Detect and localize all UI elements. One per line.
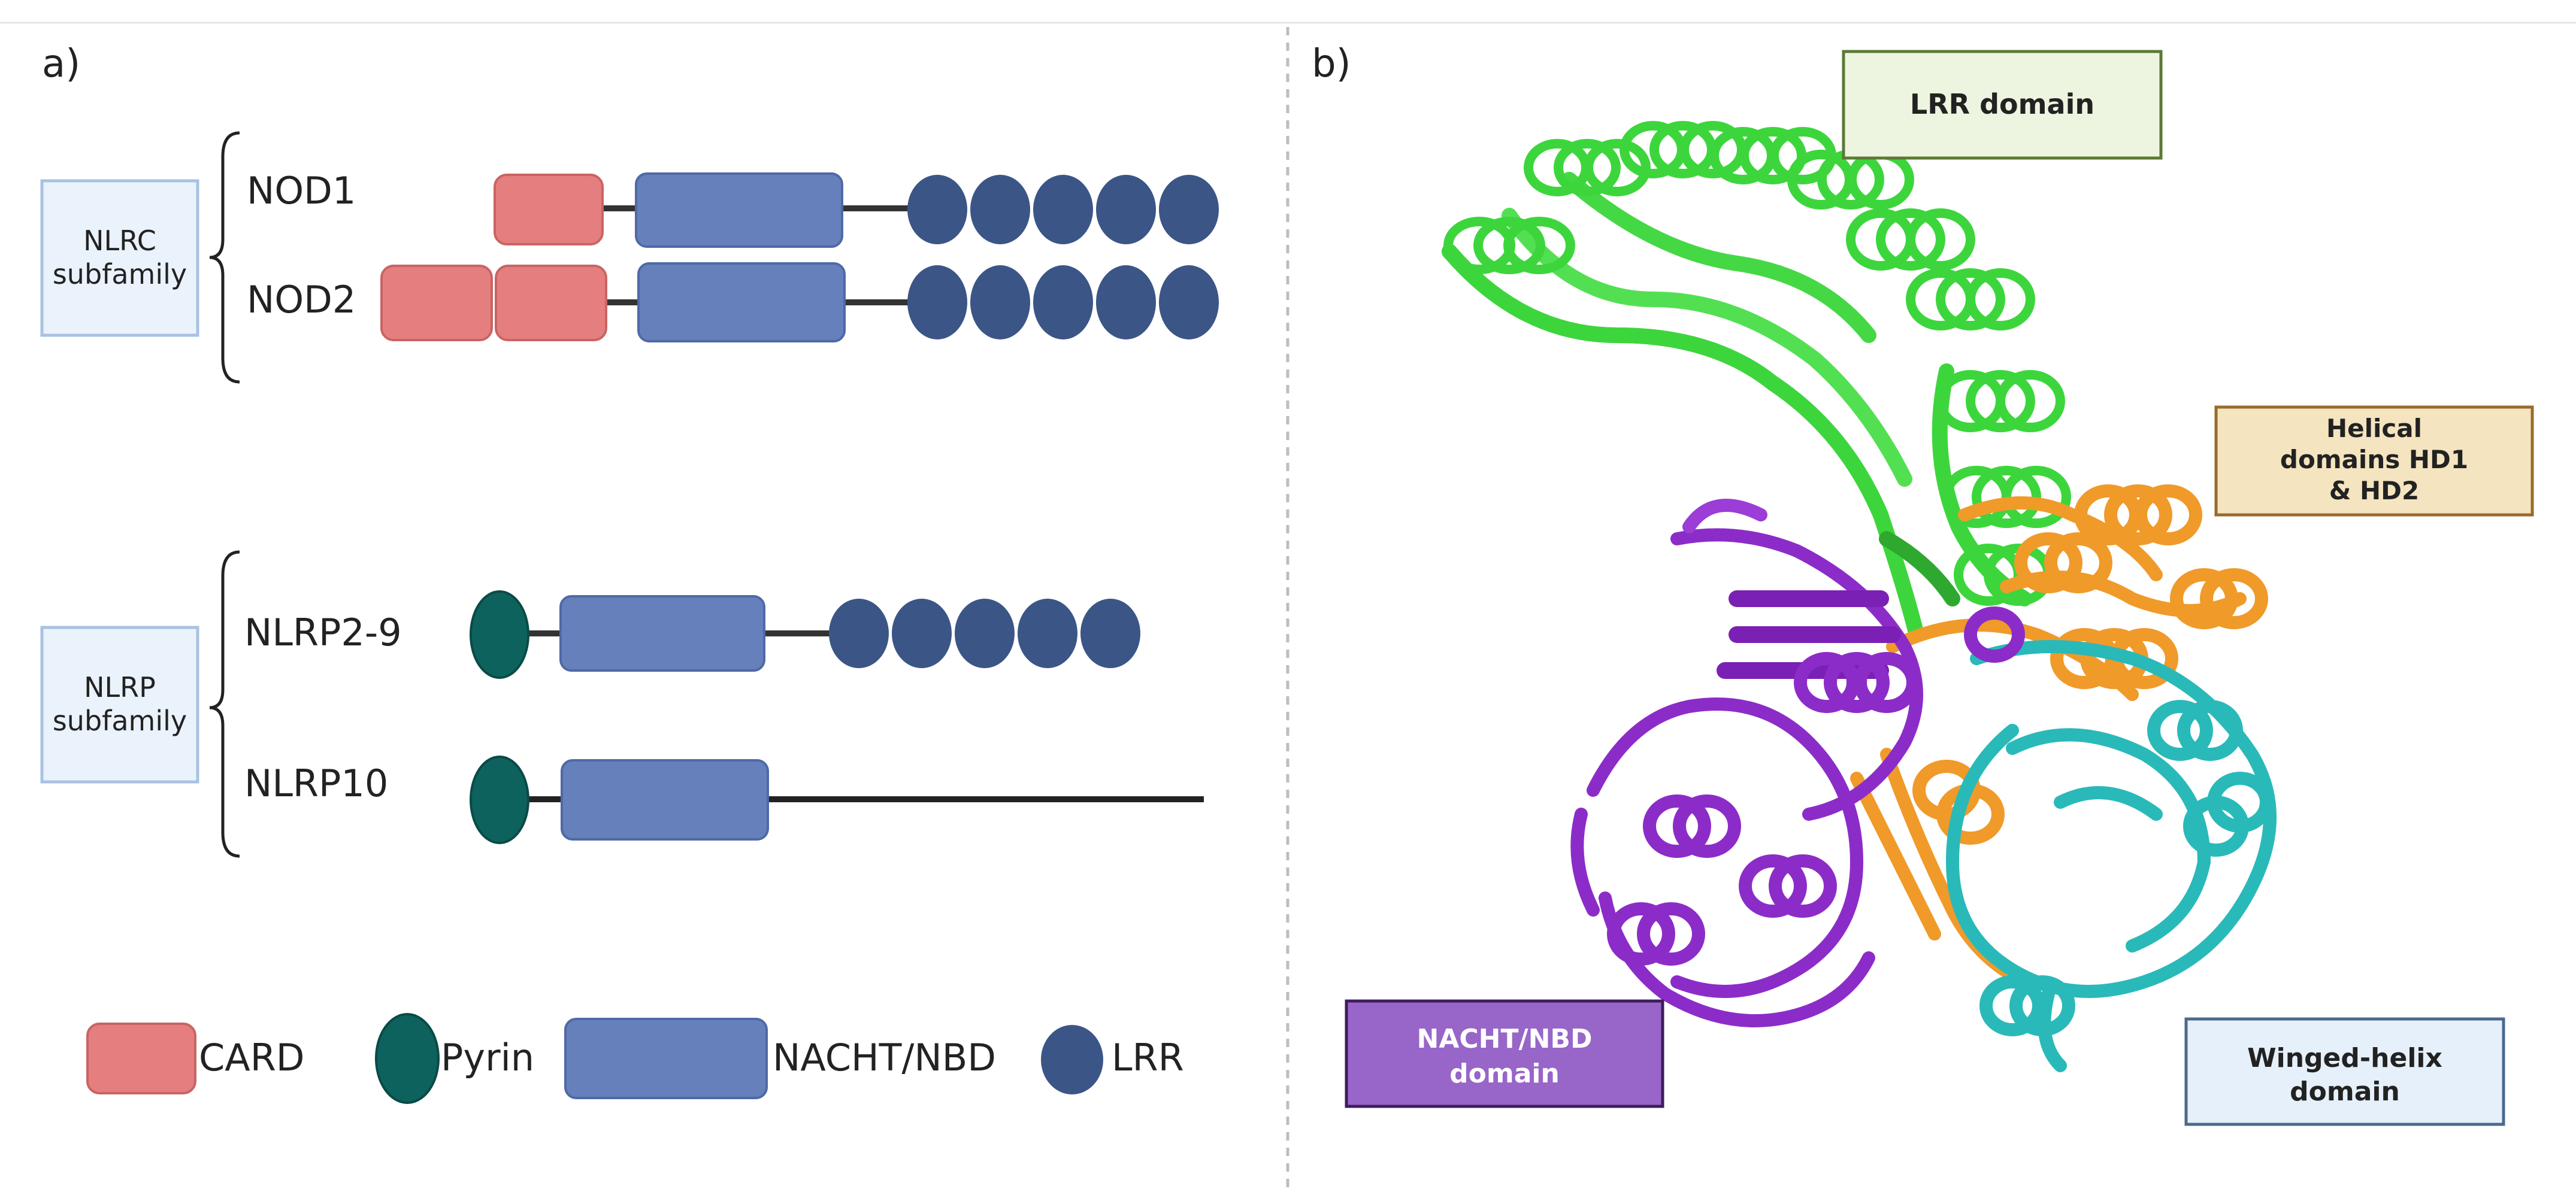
lrr-repeat	[955, 599, 1015, 668]
nacht-domain	[559, 595, 765, 672]
nod2-domain-architecture	[380, 262, 1219, 342]
nlrp10-domain-architecture	[470, 756, 1204, 844]
nod1-domain-architecture	[494, 172, 1219, 248]
protein-structure	[1442, 121, 2277, 1072]
nlrc-subfamily-box: NLRC subfamily	[40, 179, 199, 337]
card-domain	[494, 174, 604, 245]
nlrc-brace	[209, 131, 240, 384]
nacht-nbd-callout: NACHT/NBD domain	[1345, 999, 1664, 1108]
lrr-repeat	[892, 599, 952, 668]
nacht-domain	[561, 759, 769, 841]
nlrp10-label: NLRP10	[244, 762, 388, 805]
nacht-callout-line1: NACHT/NBD	[1417, 1024, 1593, 1054]
legend-lrr-swatch	[1041, 1025, 1103, 1094]
winged-helix-callout: Winged-helix domain	[2184, 1017, 2505, 1126]
lrr-repeat	[1018, 599, 1077, 668]
nacht-callout-line2: domain	[1449, 1058, 1560, 1089]
lrr-repeat	[1159, 265, 1219, 339]
helical-callout-line1: Helical	[2326, 414, 2422, 443]
winged-helix-structure	[1945, 640, 2277, 1072]
nacht-nbd-structure	[1570, 499, 2025, 1027]
helical-callout-line2: domains HD1	[2280, 445, 2468, 474]
lrr-repeat	[1159, 175, 1219, 244]
lrr-repeat	[970, 175, 1030, 244]
panel-a-label: a)	[42, 42, 80, 86]
nlrp-brace	[209, 550, 240, 858]
helical-callout-line3: & HD2	[2329, 476, 2420, 505]
lrr-repeat	[907, 175, 967, 244]
lrr-domain-callout: LRR domain	[1842, 50, 2163, 160]
legend-lrr-label: LRR	[1112, 1036, 1184, 1079]
winged-callout-line1: Winged-helix	[2247, 1043, 2442, 1073]
nlrp2-9-label: NLRP2-9	[244, 611, 402, 654]
lrr-repeat	[907, 265, 967, 339]
legend-card-label: CARD	[199, 1036, 305, 1079]
nlrc-label-line1: NLRC	[83, 225, 156, 257]
nacht-domain	[637, 262, 846, 342]
legend-nacht-swatch	[564, 1018, 768, 1099]
nlrc-label-line2: subfamily	[53, 258, 187, 290]
lrr-repeat	[1080, 599, 1140, 668]
lrr-domain-callout-text: LRR domain	[1910, 88, 2094, 120]
legend: CARD Pyrin NACHT/NBD LRR	[86, 1013, 1184, 1104]
nlrp-subfamily-box: NLRP subfamily	[40, 626, 199, 784]
winged-callout-line2: domain	[2290, 1076, 2400, 1107]
nod1-label: NOD1	[247, 169, 356, 213]
lrr-repeat	[1033, 175, 1093, 244]
nlrp-label-line2: subfamily	[53, 705, 187, 737]
legend-pyrin-label: Pyrin	[441, 1036, 534, 1079]
nlrp2-9-domain-architecture	[470, 590, 1140, 679]
panel-b-label: b)	[1312, 42, 1351, 86]
lrr-repeat	[970, 265, 1030, 339]
pyrin-domain	[470, 756, 529, 844]
nacht-domain	[635, 172, 843, 248]
lrr-repeat	[1096, 175, 1156, 244]
nod2-label: NOD2	[247, 278, 356, 321]
card-domain	[495, 265, 607, 341]
lrr-domain-structure	[1442, 172, 2032, 642]
card-domain	[380, 265, 493, 341]
lrr-repeat	[1033, 265, 1093, 339]
lrr-repeat	[829, 599, 889, 668]
lrr-repeat	[1096, 265, 1156, 339]
helical-domains-callout: Helical domains HD1 & HD2	[2214, 405, 2534, 517]
legend-pyrin-swatch	[375, 1013, 440, 1104]
legend-card-swatch	[86, 1023, 196, 1094]
nlrp-label-line1: NLRP	[84, 671, 156, 703]
legend-nacht-label: NACHT/NBD	[773, 1036, 996, 1079]
pyrin-domain	[470, 590, 529, 679]
